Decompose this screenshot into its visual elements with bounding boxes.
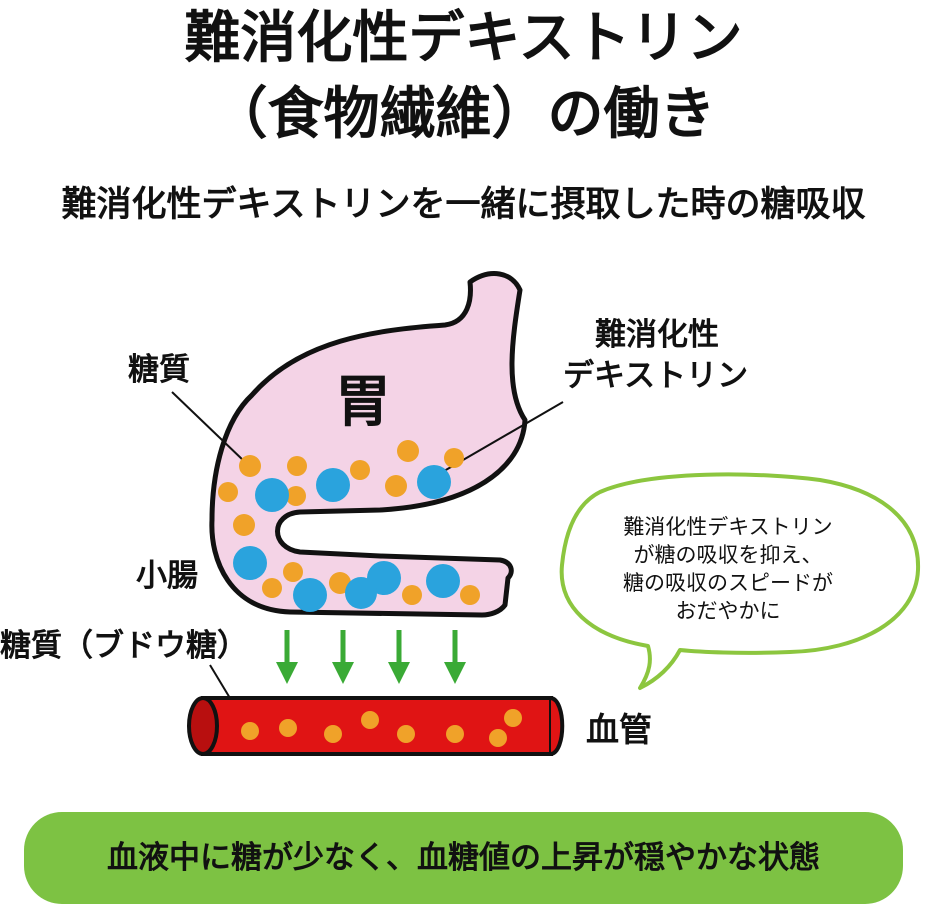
- sugar-particle: [350, 460, 370, 480]
- dextrin-particle: [316, 468, 350, 502]
- dextrin-particle: [293, 578, 327, 612]
- stomach-shape: [209, 271, 528, 618]
- sugar-particle: [324, 725, 342, 743]
- arrow-down-icon: [332, 630, 354, 684]
- sugar-leader-line: [171, 391, 246, 463]
- sugar-particle: [397, 725, 415, 743]
- glucose-label: 糖質（ブドウ糖）: [0, 628, 248, 664]
- small-intestine-label: 小腸: [136, 558, 198, 594]
- sugar-particle: [385, 475, 407, 497]
- sugar-particle: [241, 722, 259, 740]
- bubble-text-line: 糖の吸収のスピードが: [623, 571, 833, 595]
- arrow-down-icon: [276, 630, 298, 684]
- sugar-particle: [239, 455, 261, 477]
- stomach-label: 胃: [335, 370, 391, 435]
- sugar-particle: [286, 486, 306, 506]
- bubble-text-line: おだやかに: [675, 599, 781, 623]
- bubble-text-line: が糖の吸収を抑え、: [633, 543, 823, 567]
- dextrin-label-line-2: デキストリン: [563, 358, 749, 394]
- speech-bubble: [559, 472, 921, 690]
- summary-banner-text: 血液中に糖が少なく、血糖値の上昇が穏やかな状態: [107, 840, 820, 876]
- sugar-particle: [262, 578, 282, 598]
- sugar-particle: [283, 562, 303, 582]
- absorption-arrows: [276, 630, 466, 684]
- sugar-particle: [402, 585, 422, 605]
- arrow-down-icon: [388, 630, 410, 684]
- sugar-particle: [446, 725, 464, 743]
- sugar-particle: [504, 709, 522, 727]
- subtitle: 難消化性デキストリンを一緒に摂取した時の糖吸収: [61, 185, 866, 225]
- dextrin-particle: [255, 478, 289, 512]
- dextrin-particle: [417, 465, 451, 499]
- sugar-particles-vessel: [241, 709, 522, 747]
- dextrin-particle: [233, 546, 267, 580]
- sugar-particle: [361, 711, 379, 729]
- title-line-1: 難消化性デキストリン: [184, 6, 743, 71]
- sugar-particle: [233, 514, 255, 536]
- title-line-2: （食物繊維）の働き: [211, 82, 716, 147]
- dextrin-particle: [345, 577, 377, 609]
- blood-vessel-label: 血管: [586, 710, 652, 749]
- sugar-particle: [489, 729, 507, 747]
- sugar-particle: [329, 572, 351, 594]
- dextrin-label-line-1: 難消化性: [595, 317, 719, 353]
- dextrin-particles: [233, 465, 460, 612]
- summary-banner: 血液中に糖が少なく、血糖値の上昇が穏やかな状態: [24, 812, 903, 904]
- arrow-down-icon: [444, 630, 466, 684]
- sugar-particle: [444, 448, 464, 468]
- sugar-particle: [279, 719, 297, 737]
- sugar-particles-stomach: [218, 440, 480, 605]
- sugar-particle: [218, 482, 238, 502]
- dextrin-particle: [426, 564, 460, 598]
- bubble-text-line: 難消化性デキストリン: [623, 515, 833, 539]
- sugar-particle: [460, 585, 480, 605]
- sugar-label: 糖質: [128, 352, 190, 388]
- sugar-particle: [397, 440, 419, 462]
- sugar-particle: [287, 456, 307, 476]
